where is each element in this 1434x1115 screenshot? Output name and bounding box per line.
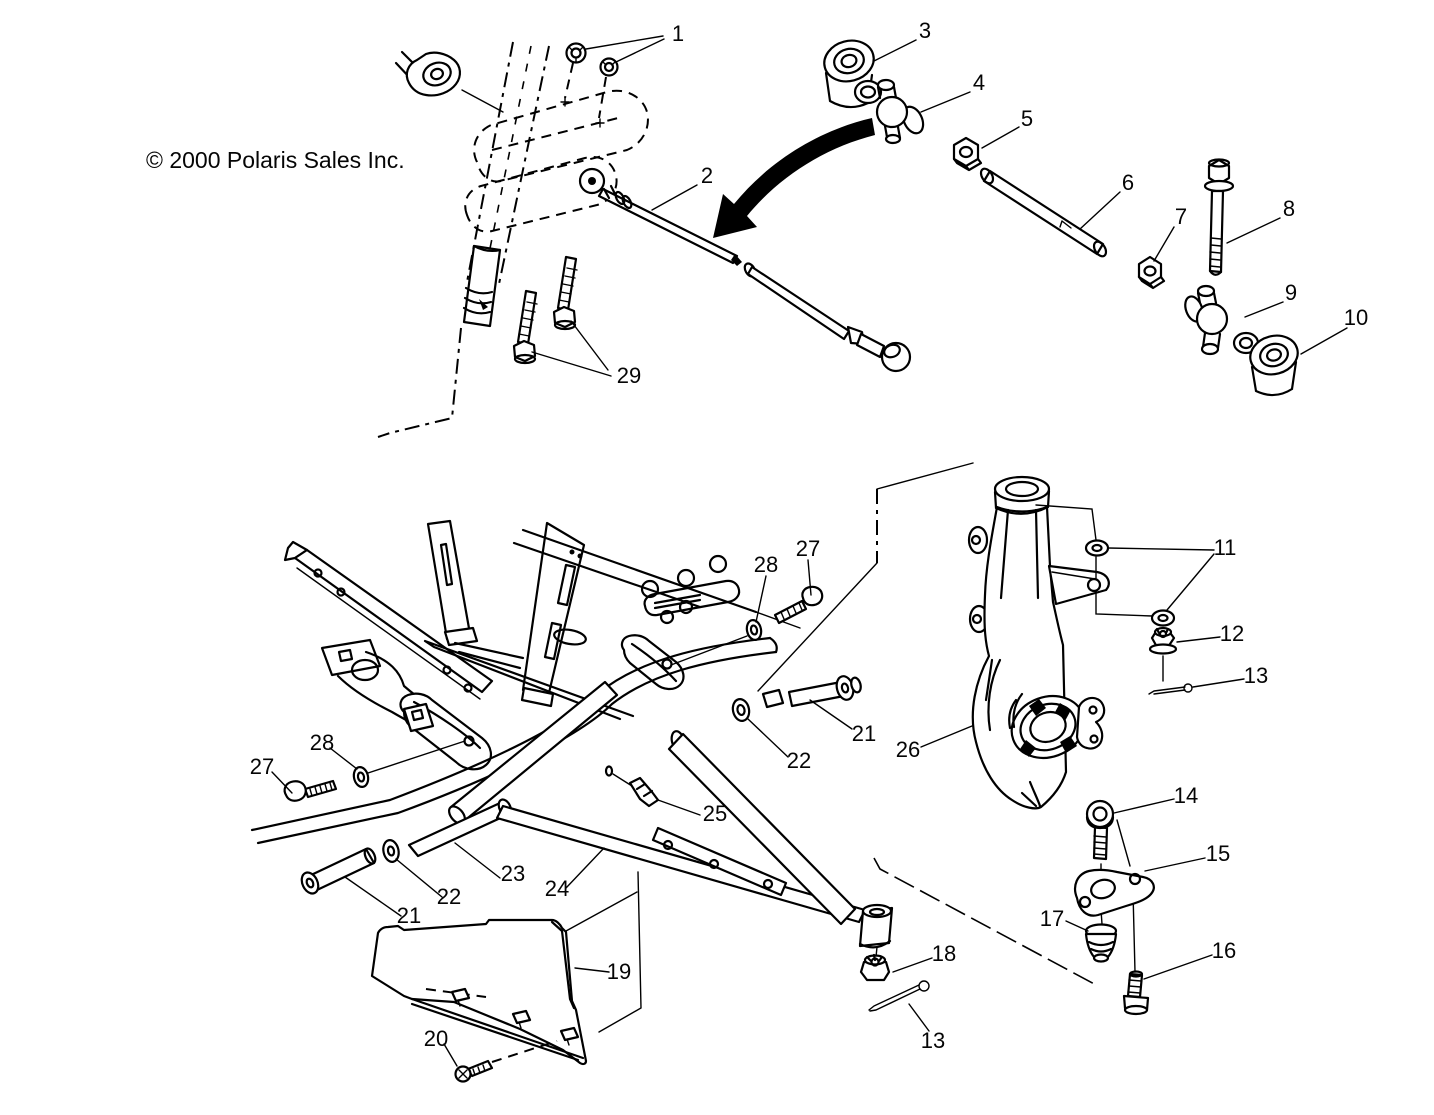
ball-joint-stack (873, 798, 1213, 1016)
callout-5: 5 (1021, 106, 1033, 131)
callout-15: 15 (1206, 841, 1230, 866)
tie-rod-hardware (823, 39, 1348, 397)
copyright-notice: © 2000 Polaris Sales Inc. (146, 147, 405, 173)
callout-18: 18 (932, 941, 956, 966)
strut-mount-hardware (1035, 504, 1245, 695)
flange-nuts (564, 35, 665, 119)
direction-arrow (713, 118, 875, 238)
callout-17: 17 (1040, 906, 1064, 931)
callout-6: 6 (1122, 170, 1134, 195)
callout-29: 29 (617, 363, 641, 388)
callout-13-b: 13 (921, 1028, 945, 1053)
callout-10: 10 (1344, 305, 1368, 330)
callout-14: 14 (1174, 783, 1198, 808)
callout-21: 21 (852, 721, 876, 746)
callout-27: 27 (796, 536, 820, 561)
tie-rod-end-upper (394, 50, 504, 113)
callout-28-b: 28 (310, 730, 334, 755)
callout-13: 13 (1244, 663, 1268, 688)
callout-23: 23 (501, 861, 525, 886)
callout-26: 26 (896, 737, 920, 762)
castle-nut-cotter-pin (859, 946, 933, 1032)
callout-25: 25 (703, 801, 727, 826)
callout-12: 12 (1220, 621, 1244, 646)
steering-plate (464, 89, 649, 233)
callout-11: 11 (1214, 535, 1237, 560)
callout-24: 24 (545, 876, 569, 901)
callout-8: 8 (1283, 196, 1295, 221)
callout-1: 1 (672, 21, 684, 46)
callout-22-b: 22 (437, 884, 461, 909)
callout-4: 4 (973, 70, 985, 95)
callout-9: 9 (1285, 280, 1297, 305)
callout-3: 3 (919, 18, 931, 43)
callout-7: 7 (1175, 204, 1187, 229)
callout-2: 2 (701, 163, 713, 188)
steering-column (377, 41, 550, 438)
a-arms (271, 559, 894, 949)
callout-16: 16 (1212, 938, 1236, 963)
mounting-bolts-29 (512, 255, 612, 377)
callout-20: 20 (424, 1026, 448, 1051)
strut-knuckle (757, 462, 1110, 810)
callout-22: 22 (787, 748, 811, 773)
callout-19: 19 (607, 959, 631, 984)
tie-rod (578, 167, 912, 373)
splash-guard (370, 871, 642, 1083)
callout-21-b: 21 (397, 903, 421, 928)
callout-28: 28 (754, 552, 778, 577)
callout-27-b: 27 (250, 754, 274, 779)
